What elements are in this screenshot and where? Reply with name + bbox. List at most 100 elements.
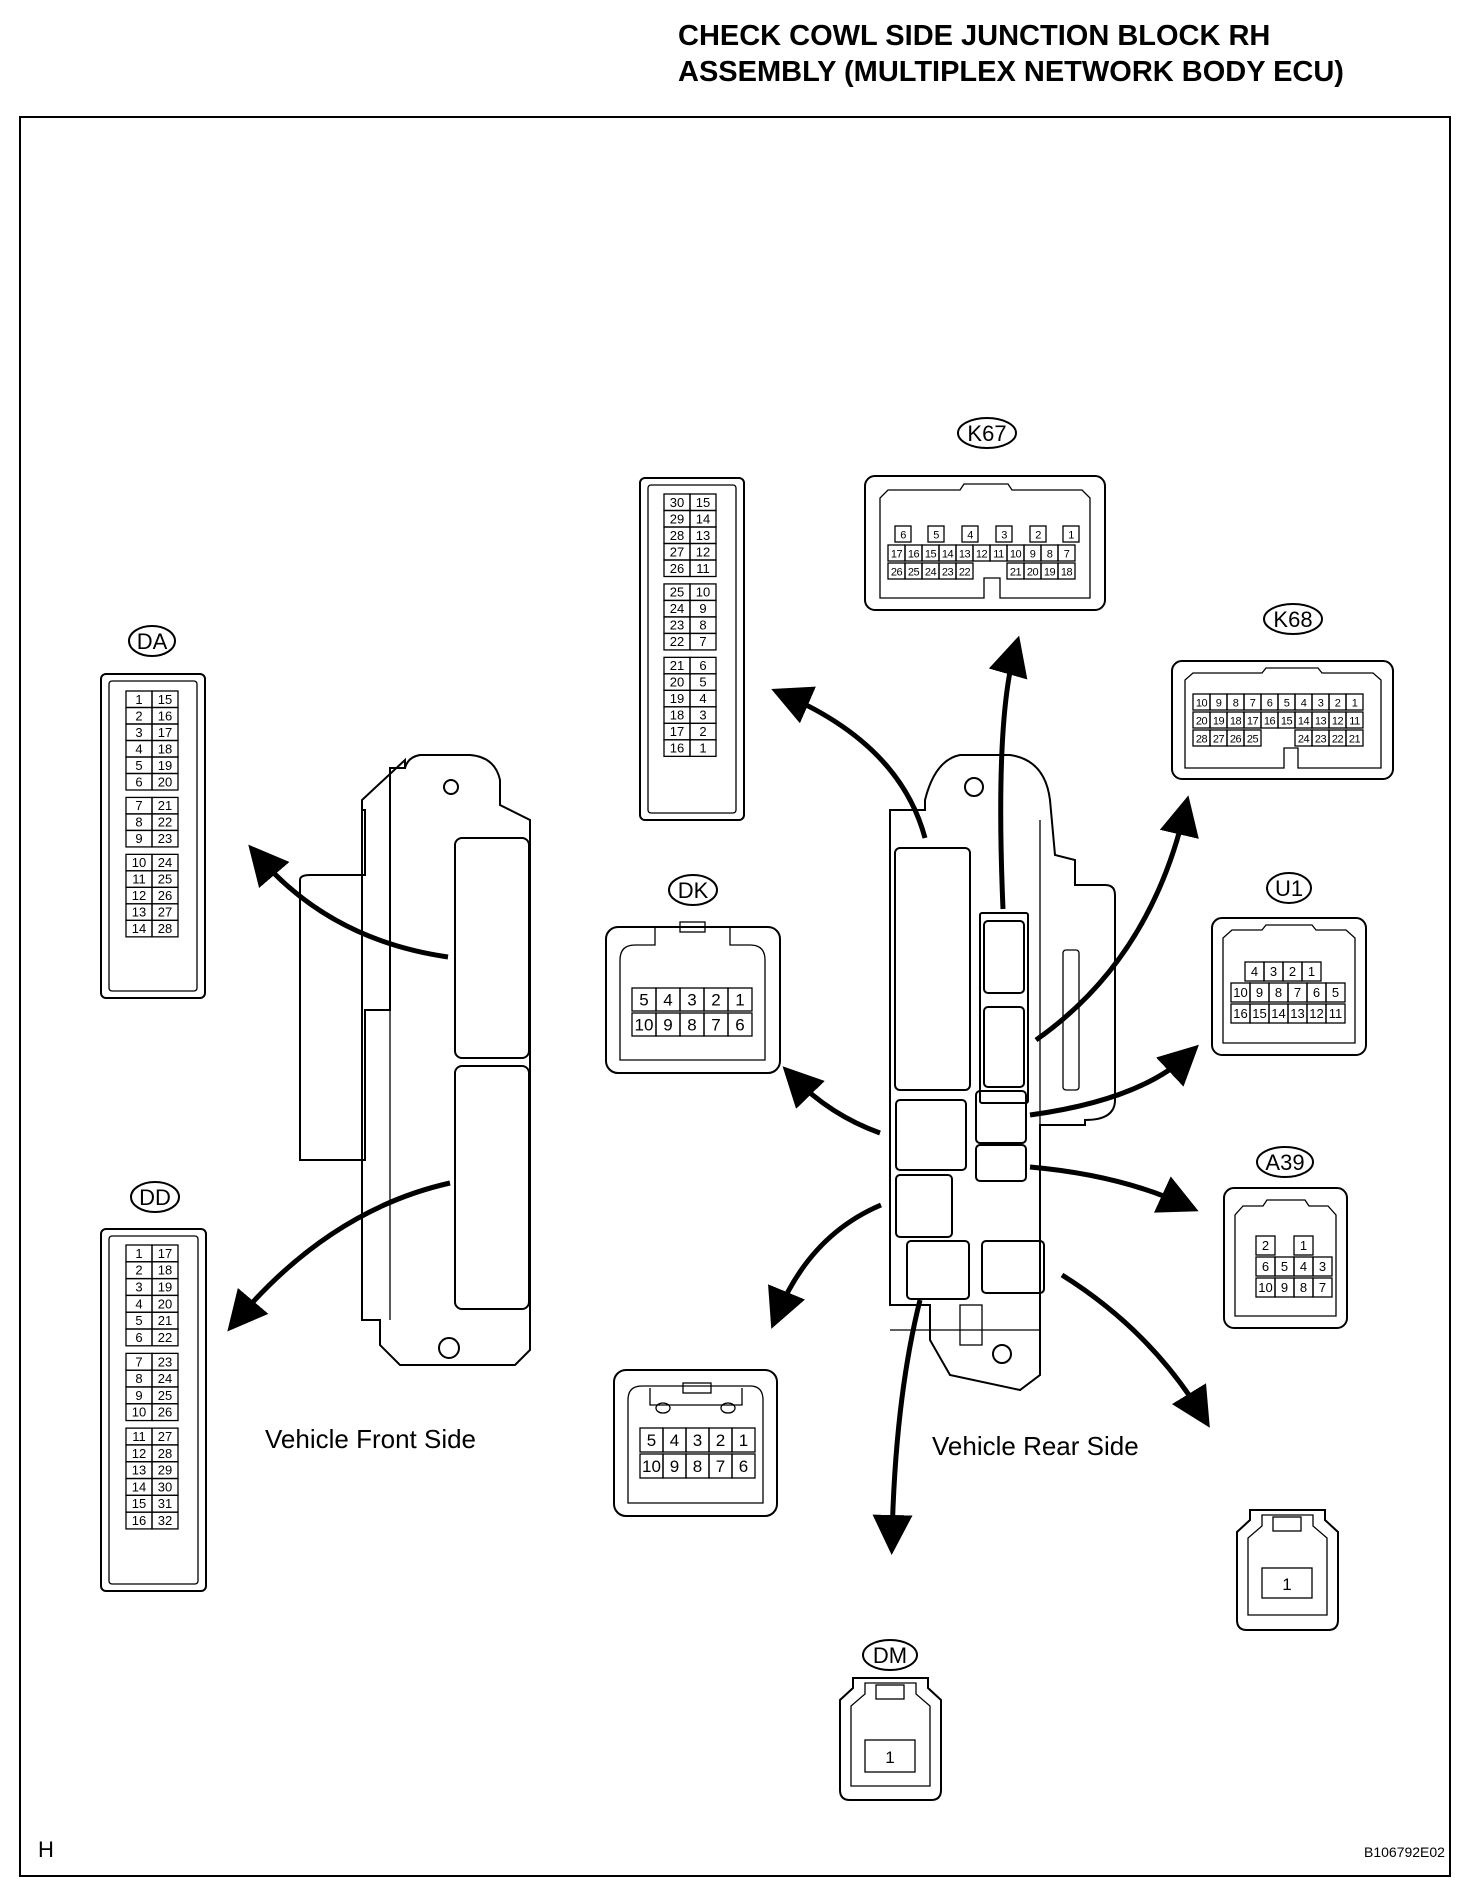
pin-number: 25 (670, 585, 684, 600)
pin-number: 25 (158, 872, 172, 887)
pin-number: 4 (1300, 1259, 1307, 1274)
pin-number: 6 (135, 1330, 142, 1345)
pin-number: 17 (1247, 716, 1259, 728)
connector-DA-tag: DA (137, 629, 168, 654)
pin-number: 1 (699, 741, 706, 756)
pin-number: 5 (1281, 1259, 1288, 1274)
pin-cell (995, 525, 1013, 543)
pin-number: 6 (699, 658, 706, 673)
pin-number: 8 (687, 1016, 696, 1035)
pin-number: 28 (158, 921, 172, 936)
pin-number: 9 (1256, 985, 1263, 1000)
front-side-label: Vehicle Front Side (265, 1424, 476, 1454)
pin-number: 24 (158, 855, 172, 870)
pin-cell (689, 559, 717, 578)
pin-cell (1243, 729, 1262, 747)
pin-cell (731, 1427, 756, 1453)
pin-number: 1 (735, 991, 744, 1010)
pin-number: 19 (158, 758, 172, 773)
corner-letter: H (38, 1837, 54, 1862)
connector-DD-tag: DD (139, 1185, 171, 1210)
pin-number: 26 (1230, 734, 1242, 746)
pin-number: 28 (1196, 734, 1208, 746)
pin-number: 7 (716, 1457, 725, 1476)
pin-number: 8 (1047, 549, 1053, 561)
pin-number: 4 (1301, 698, 1307, 710)
pin-number: 17 (158, 1246, 172, 1261)
title-line-1: CHECK COWL SIDE JUNCTION BLOCK RH (678, 20, 1271, 52)
pin-number: 7 (711, 1016, 720, 1035)
pin-number: 16 (908, 549, 920, 561)
pin-cell (1345, 711, 1364, 729)
connector-DM-tag: DM (873, 1643, 907, 1668)
pin-number: 2 (699, 724, 706, 739)
pin-number: 3 (693, 1431, 702, 1450)
pin-cell (727, 1012, 753, 1037)
pin-number: 28 (158, 1446, 172, 1461)
pin-number: 9 (135, 1388, 142, 1403)
figure-code: B106792E02 (1364, 1844, 1445, 1860)
pin-cell (1345, 729, 1364, 747)
pin-number: 15 (132, 1496, 146, 1511)
pin-cell (1255, 1235, 1276, 1256)
pin-number: 3 (1001, 530, 1007, 542)
pin-number: 9 (699, 601, 706, 616)
pin-number: 21 (1349, 734, 1361, 746)
connector-A39-tag: A39 (1265, 1150, 1304, 1175)
pin-number: 23 (1315, 734, 1327, 746)
pin-number: 25 (908, 567, 920, 579)
pin-number: 16 (670, 741, 684, 756)
pin-number: 6 (135, 774, 142, 789)
pin-number: 13 (1290, 1006, 1304, 1021)
pin-number: 24 (1298, 734, 1310, 746)
pin-number: 25 (158, 1388, 172, 1403)
pin-number: 20 (1196, 716, 1208, 728)
diagram-title: CHECK COWL SIDE JUNCTION BLOCK RH ASSEMB… (678, 18, 1344, 90)
pin-number: 32 (158, 1513, 172, 1528)
pin-number: 30 (670, 495, 684, 510)
pin-number: 2 (1289, 964, 1296, 979)
pin-number: 22 (1332, 734, 1344, 746)
pin-number: 9 (1030, 549, 1036, 561)
pin-cell (1293, 1235, 1314, 1256)
pin-number: 4 (699, 691, 706, 706)
pin-number: 8 (693, 1457, 702, 1476)
connector-lower-right: 1 (1236, 1509, 1339, 1631)
pin-number: 10 (696, 585, 710, 600)
pin-number: 18 (670, 708, 684, 723)
pin-number: 11 (993, 549, 1004, 561)
pin-number: 6 (900, 530, 906, 542)
pin-number: 10 (1258, 1280, 1272, 1295)
pin-number: 5 (647, 1431, 656, 1450)
connector-arrows (227, 635, 1210, 1555)
pin-cell (689, 739, 717, 757)
connector-K68-tag: K68 (1273, 607, 1312, 632)
pin-number: 4 (1251, 964, 1258, 979)
pin-number: 15 (925, 549, 937, 561)
pin-number: 7 (699, 634, 706, 649)
pin-number: 19 (670, 691, 684, 706)
pin-cell (1062, 525, 1080, 543)
pin-number: 27 (158, 1429, 172, 1444)
pin-number: 19 (1213, 716, 1225, 728)
connector-U1-tag: U1 (1275, 876, 1303, 901)
pin-cell (1345, 693, 1364, 711)
pin-number: 11 (1349, 716, 1360, 728)
pin-number: 29 (158, 1463, 172, 1478)
pin-number: 13 (959, 549, 971, 561)
pin-number: 20 (158, 1296, 172, 1311)
pin-number: 11 (1329, 1006, 1343, 1021)
pin-number: 10 (132, 855, 146, 870)
pin-number: 21 (158, 798, 172, 813)
pin-cell (727, 987, 753, 1012)
pin-number: 11 (132, 872, 146, 887)
pin-number: 11 (132, 1429, 146, 1444)
pin-number: 14 (696, 511, 710, 526)
pin-number: 5 (639, 991, 648, 1010)
rear-side-label: Vehicle Rear Side (932, 1431, 1139, 1461)
pin-number: 13 (1315, 716, 1327, 728)
pin-number: 12 (696, 544, 710, 559)
